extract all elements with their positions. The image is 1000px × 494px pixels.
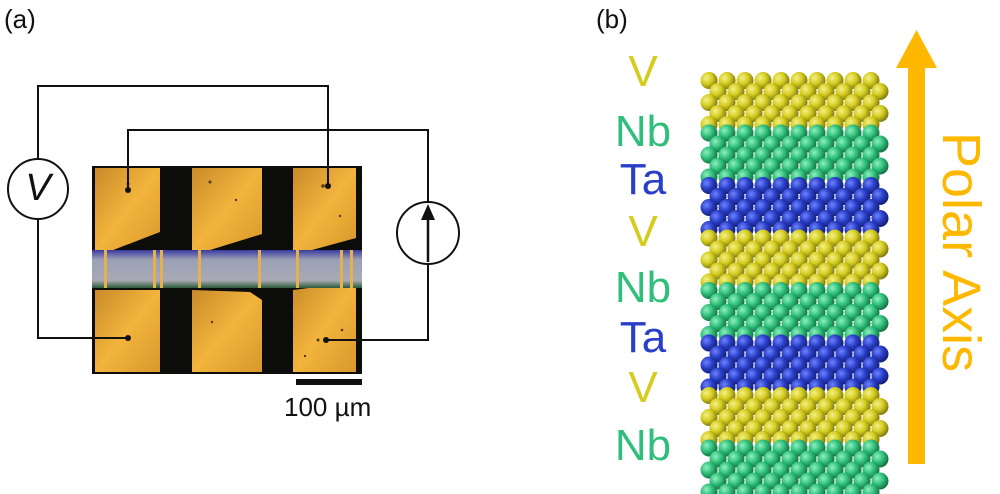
circuit-wires bbox=[37, 85, 429, 341]
atom bbox=[790, 483, 808, 494]
atom bbox=[862, 483, 880, 494]
layer-label-v: V bbox=[628, 47, 658, 96]
layer-label-nb: Nb bbox=[614, 263, 672, 312]
layer-label-nb: Nb bbox=[614, 421, 672, 470]
atom bbox=[718, 483, 736, 494]
layer-label-v: V bbox=[628, 363, 658, 412]
atomic-column bbox=[700, 72, 889, 494]
atom bbox=[700, 483, 718, 494]
scale-bar-label: 100 µm bbox=[284, 392, 372, 422]
layer-label-v: V bbox=[628, 207, 658, 256]
polar-axis-arrow bbox=[896, 30, 937, 464]
panel-b-label: (b) bbox=[596, 4, 628, 34]
voltmeter-symbol bbox=[7, 158, 69, 220]
voltmeter-label: V bbox=[25, 167, 51, 209]
atom bbox=[826, 483, 844, 494]
layer-label-ta: Ta bbox=[619, 313, 667, 362]
current-source-symbol bbox=[396, 201, 460, 265]
polar-axis-label: Polar Axis bbox=[931, 132, 991, 373]
atom bbox=[808, 483, 826, 494]
atom bbox=[754, 483, 772, 494]
layer-label-ta: Ta bbox=[619, 155, 667, 204]
atom bbox=[844, 483, 862, 494]
atom bbox=[736, 483, 754, 494]
panel-a-label: (a) bbox=[4, 4, 36, 34]
atom bbox=[772, 483, 790, 494]
layer-label-nb: Nb bbox=[614, 107, 672, 156]
scale-bar bbox=[296, 379, 362, 385]
device-micrograph bbox=[92, 166, 362, 374]
